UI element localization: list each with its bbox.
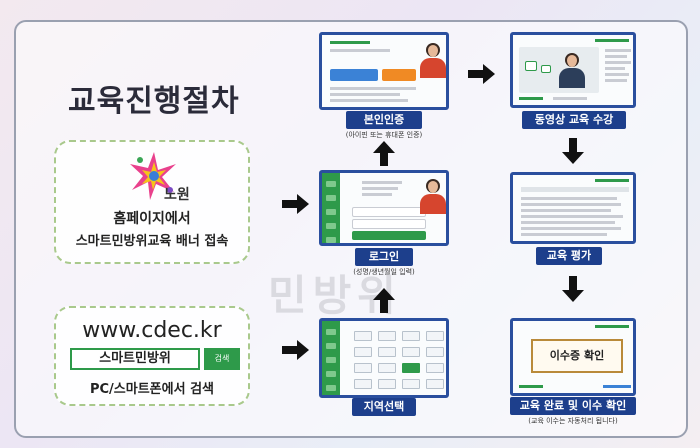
search-button[interactable]: 검색 xyxy=(204,348,240,370)
homepage-access-box: 노원 홈페이지에서 스마트민방위교육 배너 접속 xyxy=(54,140,250,264)
certificate-box: 이수증 확인 xyxy=(531,339,623,373)
presenter-image xyxy=(420,43,446,78)
step-label-region: 지역선택 xyxy=(352,398,416,416)
search-access-box: www.cdec.kr 스마트민방위 검색 PC/스마트폰에서 검색 xyxy=(54,306,250,406)
homepage-line1: 홈페이지에서 xyxy=(56,208,248,228)
region-screen xyxy=(319,318,449,398)
step-label-eval: 교육 평가 xyxy=(536,247,602,265)
presenter-image xyxy=(420,179,446,214)
login-screen xyxy=(319,170,449,246)
presenter-image xyxy=(559,53,585,88)
search-instruction: PC/스마트폰에서 검색 xyxy=(56,378,248,397)
step-sublabel-complete: (교육 이수는 자동처리 됩니다) xyxy=(508,416,638,426)
certificate-screen: 이수증 확인 xyxy=(510,318,636,396)
step-sublabel-login: (성명/생년월일 입력) xyxy=(324,267,444,277)
step-label-complete: 교육 완료 및 이수 확인 xyxy=(510,397,636,415)
step-label-login: 로그인 xyxy=(355,248,413,266)
step-label-video: 동영상 교육 수강 xyxy=(522,111,626,129)
verify-screen xyxy=(319,32,449,110)
homepage-line2: 스마트민방위교육 배너 접속 xyxy=(56,230,248,249)
page-title: 교육진행절차 xyxy=(68,76,240,120)
evaluation-screen xyxy=(510,172,636,244)
step-label-verify: 본인인증 xyxy=(346,111,422,129)
search-input[interactable]: 스마트민방위 xyxy=(70,348,200,370)
video-screen xyxy=(510,32,636,108)
step-sublabel-verify: (아이핀 또는 휴대폰 인증) xyxy=(324,130,444,140)
search-bar: 스마트민방위 검색 xyxy=(70,348,240,370)
nowon-logo-text: 노원 xyxy=(164,184,190,204)
site-url: www.cdec.kr xyxy=(56,318,248,343)
